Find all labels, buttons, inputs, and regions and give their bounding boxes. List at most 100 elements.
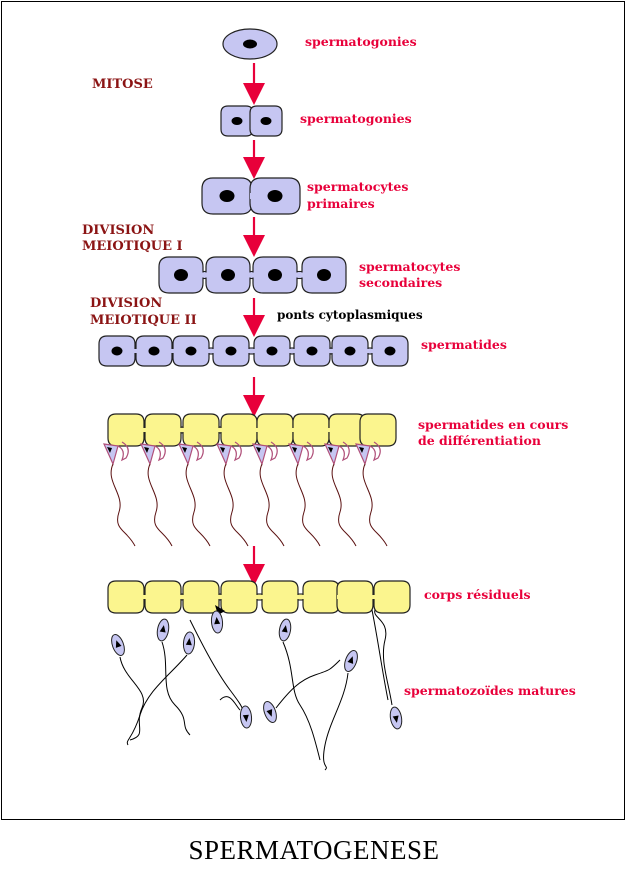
stage-2-nucleus-2	[260, 117, 272, 125]
spermatid-cytoplasm-7	[338, 441, 350, 462]
spermatid-head-3	[178, 443, 194, 466]
stage-5-bridge-fill-2	[170, 349, 175, 353]
stage-7-bridge-fill-2	[179, 595, 185, 599]
stage-2-bridge-fill-1	[251, 118, 252, 124]
stage-5-nucleus-5	[266, 346, 278, 356]
spermatid-nucleus-1	[107, 447, 112, 453]
spermatid-cytoplasm-4	[230, 441, 242, 462]
spermatozoon-6	[263, 700, 277, 724]
stage-7-cell-7	[336, 580, 374, 614]
stage-6-cell-1	[107, 413, 145, 447]
spermatozoon-nucleus-3	[185, 638, 192, 646]
stage-4-nucleus-2	[221, 269, 235, 281]
stage-4-label-line-2: secondaires	[359, 275, 442, 290]
spermatid-head-2	[140, 443, 156, 466]
spermatozoon-3	[182, 631, 196, 655]
spermatid-nucleus-3	[182, 447, 187, 453]
stage-4-label-line-1: spermatocytes	[359, 259, 460, 274]
stage-6-bridge-fill-3	[217, 428, 223, 432]
diagram-frame	[1, 1, 625, 820]
stage-7-cell-5	[261, 580, 299, 614]
stage-5-nucleus-2	[148, 346, 160, 356]
stage-5-bridge-fill-6	[328, 349, 334, 353]
stage-8-spermatozoa	[111, 609, 403, 771]
stage-4-bridge-fill-3	[295, 272, 304, 278]
stage-6-cells	[103, 413, 397, 547]
stage-5-bridge-fill-5	[288, 349, 296, 353]
stage-6-cell-8	[359, 413, 397, 447]
stage-3-label-line-2: primaires	[307, 196, 375, 211]
spermatid-tail-1	[110, 463, 136, 547]
stage-3-label-line-1: spermatocytes	[307, 179, 408, 194]
stage-3-cells	[201, 177, 301, 215]
stage-4-bridge-fill-2	[248, 272, 255, 278]
spermatozoon-nucleus-4	[214, 617, 221, 625]
spermatozoon-2	[156, 618, 170, 642]
spermatid-tail-6	[295, 463, 321, 547]
diagram-caption: SPERMATOGENESE	[188, 835, 440, 865]
spermatid-nucleus-7	[328, 447, 333, 453]
spermatozoon-nucleus-5	[242, 714, 249, 722]
stage-6-cell-5	[256, 413, 294, 447]
stage-8-label: spermatozoïdes matures	[404, 683, 576, 698]
stage-7-bridge-fill-6	[337, 595, 339, 599]
process-meiose-1-line-2: MEIOTIQUE I	[82, 239, 183, 254]
spermatozoon-tail-3	[126, 654, 188, 746]
stage-4-nucleus-4	[317, 269, 331, 281]
stage-5-nucleus-6	[306, 346, 318, 356]
spermatid-cytoplasm-1	[117, 441, 129, 462]
spermatid-head-6	[288, 443, 304, 466]
stage-5-bridge-fill-7	[366, 349, 374, 353]
stage-5-nucleus-3	[185, 346, 197, 356]
stage-7-bridge-fill-4	[255, 595, 264, 599]
stage-5-nucleus-4	[225, 346, 237, 356]
spermatozoon-5	[239, 705, 253, 729]
stage-6-bridge-fill-4	[255, 428, 259, 432]
stage-2-label: spermatogonies	[300, 111, 412, 126]
spermatid-tail-5	[259, 463, 285, 547]
stage-5-nucleus-8	[384, 346, 396, 356]
cytoplasmic-bridges-label: ponts cytoplasmiques	[277, 308, 423, 322]
spermatozoon-nucleus-1	[115, 640, 122, 648]
stage-6-cell-3	[182, 413, 220, 447]
spermatozoon-tail-4	[189, 619, 245, 713]
process-mitose-label: MITOSE	[92, 77, 153, 92]
stage-6-bridge-fill-6	[327, 428, 331, 432]
stage-7-cell-3	[182, 580, 220, 614]
spermatid-cytoplasm-5	[266, 441, 278, 462]
stage-6-bridge-fill-1	[142, 428, 147, 432]
stage-7-bridge-fill-5	[296, 595, 305, 599]
spermatozoon-4	[210, 610, 224, 634]
stage-7-bridge-fill-7	[371, 595, 376, 599]
stage-6-label-line-1: spermatides en cours	[418, 417, 568, 432]
stage-5-bridge-fill-4	[247, 349, 256, 353]
spermatozoon-tail-6	[275, 659, 341, 709]
spermatid-nucleus-2	[144, 447, 149, 453]
stage-7-label: corps résiduels	[424, 587, 531, 602]
spermatid-tail-3	[185, 463, 211, 547]
stage-7-cell-8	[373, 580, 411, 614]
stage-3-bridge-fill-1	[250, 193, 252, 199]
stage-5-cells	[98, 335, 409, 367]
stage-3-nucleus-1	[219, 190, 235, 202]
stage-6-cell-6	[292, 413, 330, 447]
spermatid-tail-2	[147, 463, 173, 547]
stage-5-bridge-fill-1	[133, 349, 138, 353]
stage-1-cell	[222, 28, 278, 60]
stage-3-nucleus-2	[267, 190, 283, 202]
stage-7-cell-6	[302, 580, 340, 614]
stage-4-bridge-fill-1	[201, 272, 208, 278]
spermatid-tail-7	[331, 463, 357, 547]
process-meiose-1-line-1: DIVISION	[82, 223, 154, 238]
stage-7-residual-bodies	[107, 580, 411, 615]
process-meiose-2-line-2: MEIOTIQUE II	[90, 313, 197, 328]
stage-1-label: spermatogonies	[305, 34, 417, 49]
spermatozoon-nucleus-2	[159, 625, 166, 633]
spermatid-nucleus-6	[292, 447, 297, 453]
stage-6-bridge-fill-5	[291, 428, 295, 432]
stage-4-nucleus-3	[268, 269, 282, 281]
spermatozoon-tail-7	[282, 641, 321, 761]
spermatid-head-8	[355, 443, 371, 466]
spermatozoon-tail-1	[119, 656, 144, 741]
